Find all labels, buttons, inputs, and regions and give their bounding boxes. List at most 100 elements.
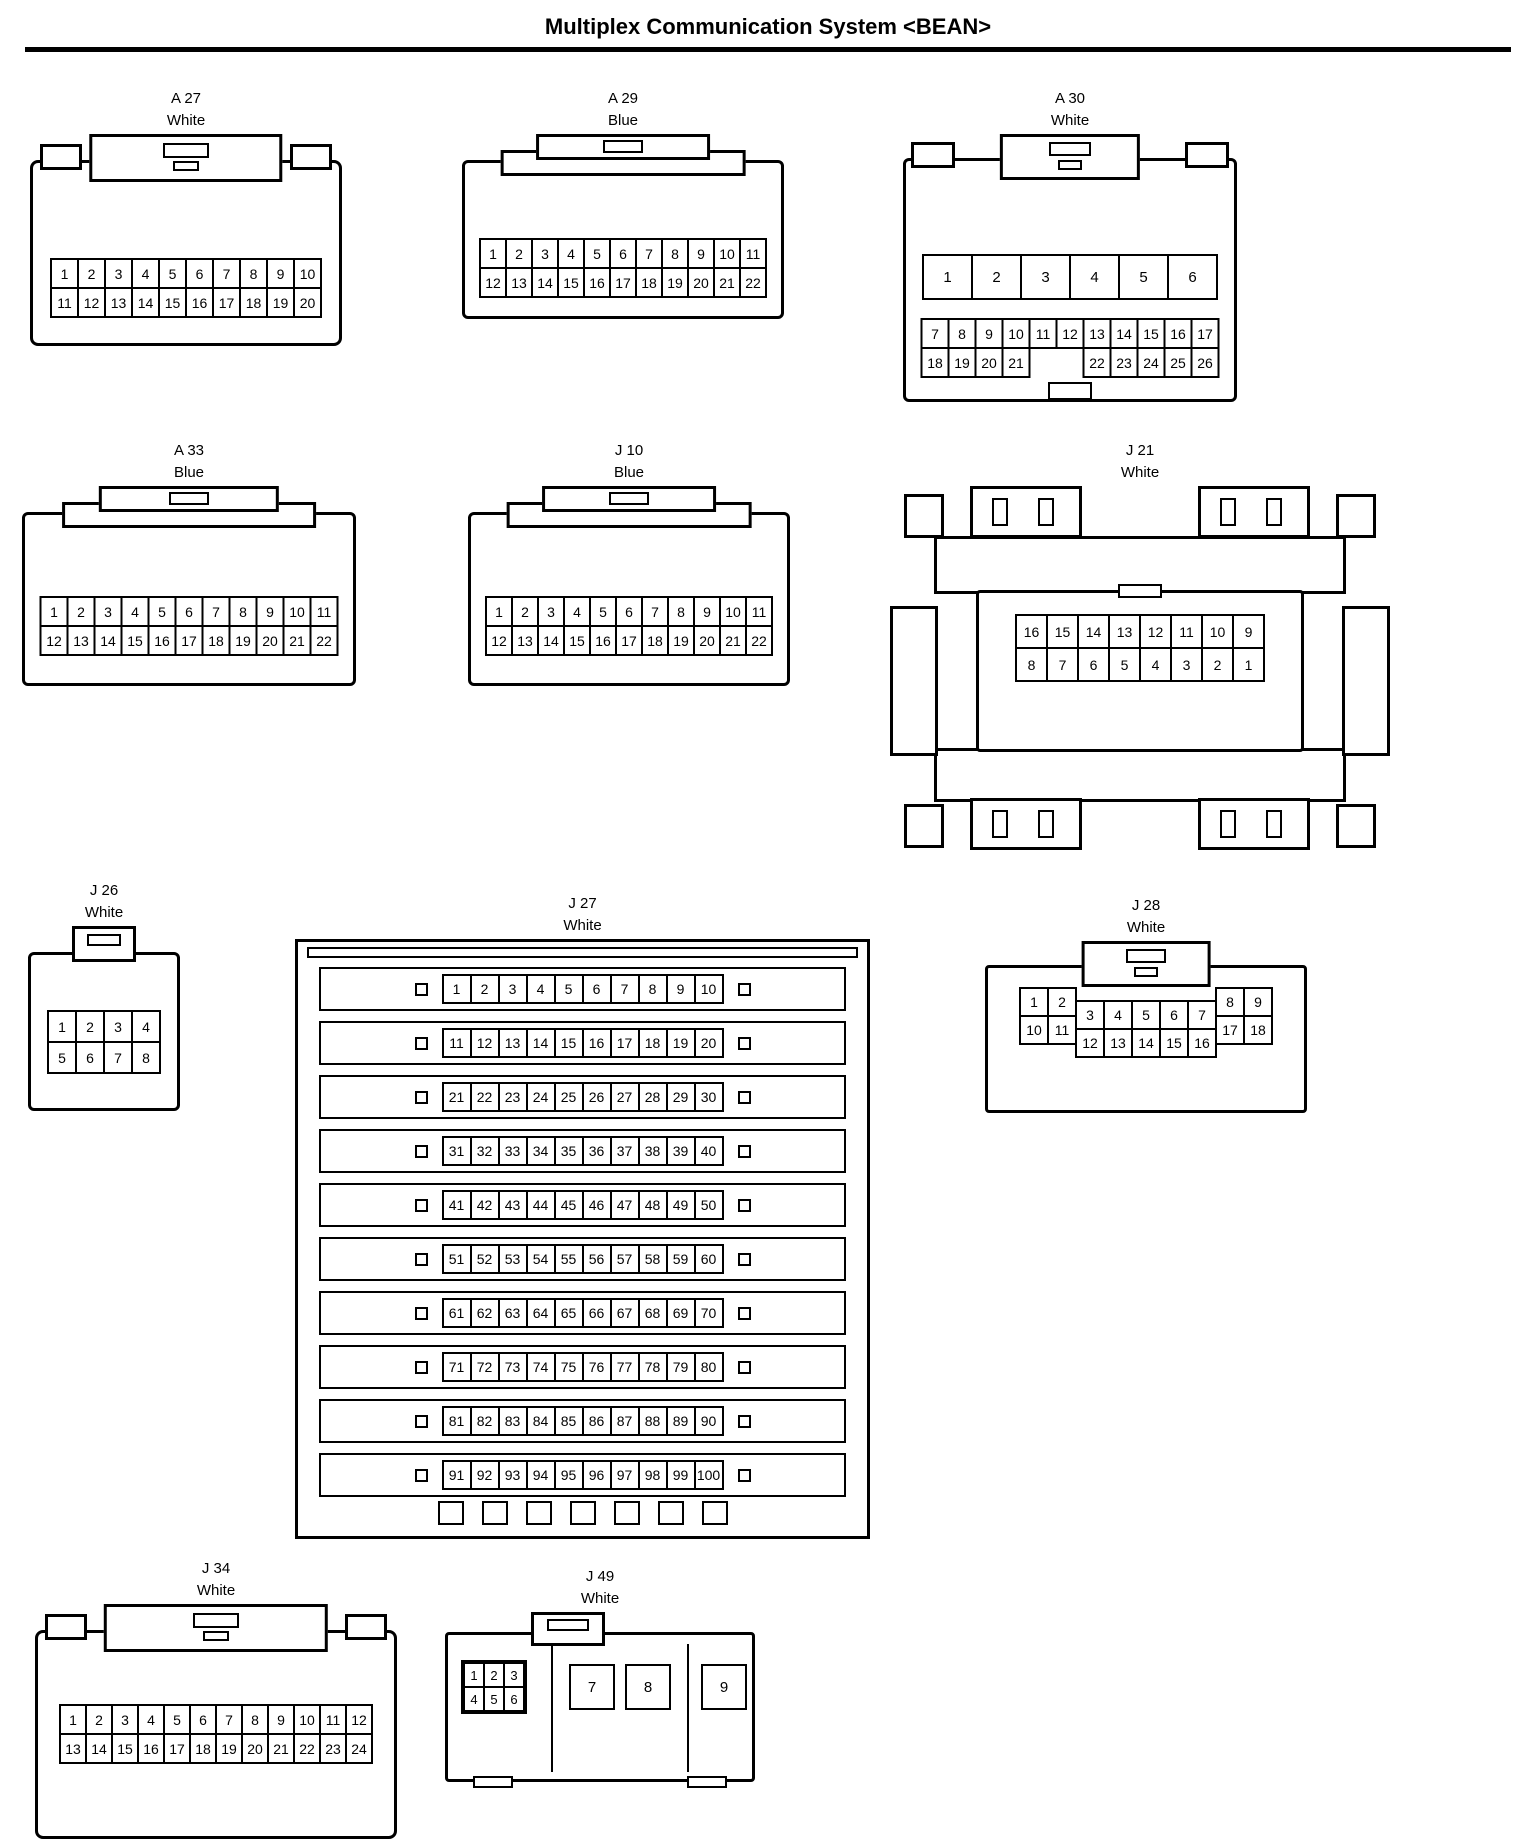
latch-square (414, 1468, 428, 1482)
pin-33: 33 (497, 1136, 528, 1166)
connector-color-label: Blue (613, 464, 645, 481)
pin-20: 20 (255, 625, 285, 656)
pin-3: 3 (531, 238, 559, 269)
pin-4: 4 (525, 974, 556, 1004)
connector-header: A 27 White (30, 88, 342, 134)
pin-15: 15 (553, 1028, 584, 1058)
key-slot (1048, 382, 1092, 400)
pin-7: 7 (1187, 1000, 1217, 1030)
pin-14: 14 (1109, 318, 1139, 349)
connector-id: J 49 (585, 1568, 615, 1585)
pin-30: 30 (693, 1082, 724, 1112)
pin-11: 11 (309, 596, 339, 627)
pin-9: 9 (1243, 987, 1273, 1017)
block-slot (992, 810, 1008, 838)
pin-21: 21 (441, 1082, 472, 1112)
pin-4: 4 (1103, 1000, 1133, 1030)
pin-51: 51 (441, 1244, 472, 1274)
pin-5: 5 (1108, 647, 1141, 682)
pin-6: 6 (75, 1041, 105, 1074)
pin-45: 45 (553, 1190, 584, 1220)
pin-11: 11 (1047, 1015, 1077, 1045)
latch-square (737, 1144, 751, 1158)
pin-9: 9 (267, 1704, 295, 1735)
connector-id: A 27 (170, 90, 202, 107)
latch-square (414, 1090, 428, 1104)
pin-19: 19 (667, 625, 695, 656)
pin-35: 35 (553, 1136, 584, 1166)
pin-2: 2 (85, 1704, 113, 1735)
pin-1: 1 (1019, 987, 1049, 1017)
pin-43: 43 (497, 1190, 528, 1220)
latch-square (737, 1414, 751, 1428)
pin-100: 100 (693, 1460, 724, 1490)
pin-13: 13 (59, 1733, 87, 1764)
pin-36: 36 (581, 1136, 612, 1166)
pin-20: 20 (693, 625, 721, 656)
pin-40: 40 (693, 1136, 724, 1166)
connector-color-label: White (196, 1582, 236, 1599)
connector-color-label: White (1120, 464, 1160, 481)
pin-82: 82 (469, 1406, 500, 1436)
pin-21: 21 (713, 267, 741, 298)
pin-4: 4 (557, 238, 585, 269)
connector-id: J 27 (568, 895, 597, 912)
pin-6: 6 (189, 1704, 217, 1735)
pin-9: 9 (255, 596, 285, 627)
connector-block (1198, 486, 1310, 538)
pin-84: 84 (525, 1406, 556, 1436)
block-slot (1038, 810, 1054, 838)
lock-tab (1049, 142, 1091, 156)
pin-32: 32 (469, 1136, 500, 1166)
connector-color-label: Blue (607, 112, 639, 129)
pin-3: 3 (93, 596, 123, 627)
pin-26: 26 (581, 1082, 612, 1112)
connector-color-label: White (166, 112, 206, 129)
housing-body (30, 160, 342, 346)
pin-14: 14 (1131, 1028, 1161, 1058)
pin-4: 4 (463, 1686, 485, 1712)
pin-93: 93 (497, 1460, 528, 1490)
pin-72: 72 (469, 1352, 500, 1382)
pin-6: 6 (581, 974, 612, 1004)
pin-12: 12 (469, 1028, 500, 1058)
lock-cap (999, 134, 1141, 180)
pin-68: 68 (637, 1298, 668, 1328)
pin-5: 5 (1131, 1000, 1161, 1030)
pin-7: 7 (212, 258, 241, 289)
pin-21: 21 (267, 1733, 295, 1764)
side-wing-right (1342, 606, 1390, 756)
pin-10: 10 (282, 596, 312, 627)
pin-5: 5 (1118, 254, 1169, 300)
pin-22: 22 (1082, 347, 1112, 378)
pin-3: 3 (497, 974, 528, 1004)
pin-17: 17 (609, 267, 637, 298)
pin-15: 15 (111, 1733, 139, 1764)
pin-4: 4 (563, 596, 591, 627)
